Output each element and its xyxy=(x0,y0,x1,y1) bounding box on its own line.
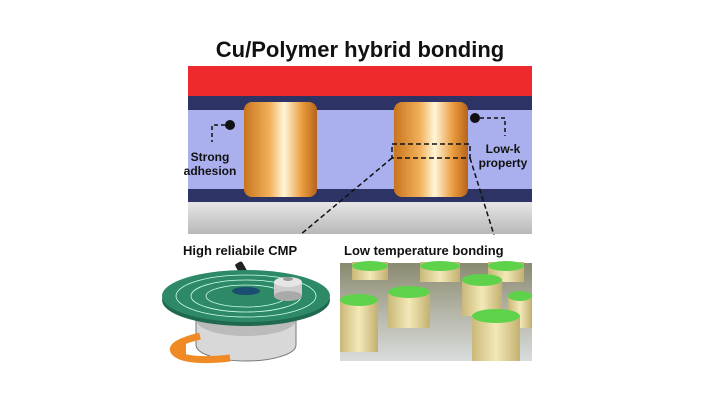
bond-interface-box xyxy=(391,143,471,159)
label-adhesion: adhesion xyxy=(184,164,237,178)
polymer-layer xyxy=(188,110,532,190)
wafer-carrier xyxy=(274,277,302,287)
title: Cu/Polymer hybrid bonding xyxy=(216,37,504,62)
copper-pillar-left xyxy=(244,102,317,197)
label-low-temp: Low temperature bonding xyxy=(344,243,504,258)
substrate xyxy=(188,202,532,234)
label-cmp: High reliabile CMP xyxy=(183,243,297,258)
adhesion-marker xyxy=(225,120,235,130)
cross-section: Strong adhesion Low-k property xyxy=(184,66,532,236)
top-dielectric-band xyxy=(188,96,532,110)
label-strong: Strong xyxy=(191,150,230,164)
rotation-arrow xyxy=(169,332,231,364)
label-property: property xyxy=(479,156,528,170)
top-layer xyxy=(188,66,532,96)
cmp-illustration xyxy=(162,261,330,364)
label-low-k: Low-k xyxy=(486,142,521,156)
low-k-marker xyxy=(470,113,480,123)
copper-pillar-right xyxy=(394,102,468,197)
bonding-pads-image xyxy=(340,261,532,361)
